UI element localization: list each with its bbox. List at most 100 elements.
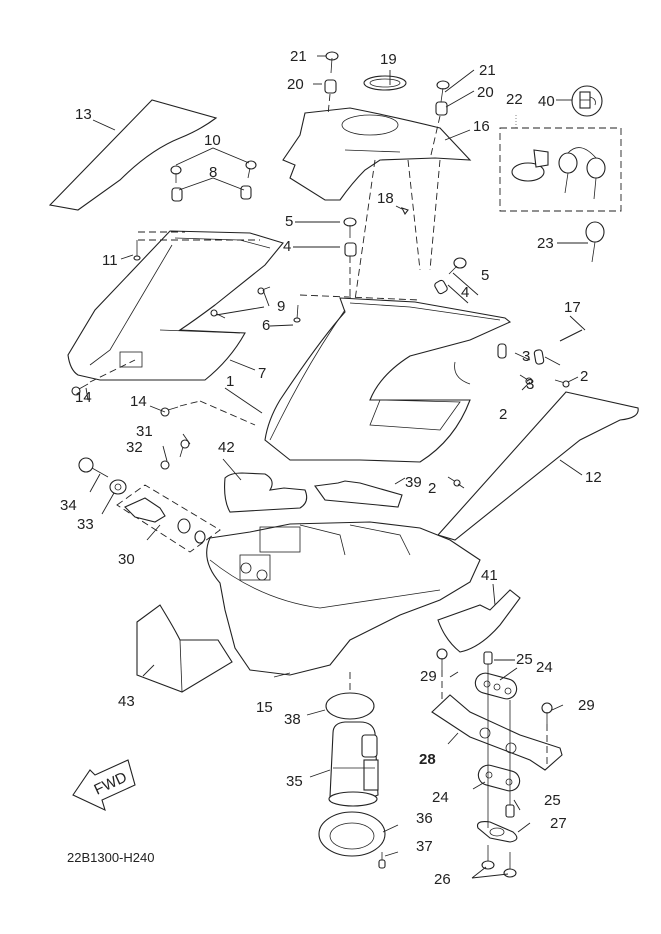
callout-32: 32	[126, 439, 143, 456]
part-11-screw	[133, 240, 141, 261]
callout-33: 33	[77, 516, 94, 533]
part-24-mount-a	[474, 672, 518, 700]
callout-15: 15	[256, 699, 273, 716]
callout-10: 10	[204, 132, 221, 149]
part-36-plate	[318, 811, 386, 857]
callout-20-b: 20	[477, 84, 494, 101]
part-8-collar-b	[240, 185, 252, 200]
callout-27: 27	[550, 815, 567, 832]
callout-39: 39	[405, 474, 422, 491]
part-18-clip	[400, 207, 409, 216]
part-14-screw-a	[71, 383, 89, 396]
part-16-cover	[282, 107, 472, 201]
part-3-bracket-b	[533, 349, 545, 365]
callout-3-a: 3	[522, 348, 530, 365]
part-43-guard	[136, 604, 233, 693]
callout-21-a: 21	[290, 48, 307, 65]
part-33-washer	[109, 479, 127, 495]
part-20-collar-b	[435, 101, 448, 116]
fuel-gauge-icon	[579, 91, 596, 109]
callout-25-a: 25	[516, 651, 533, 668]
part-2-screw-b	[554, 379, 570, 388]
part-28-bracket	[431, 694, 563, 771]
callout-22: 22	[506, 91, 523, 108]
callout-14-a: 14	[75, 389, 92, 406]
callout-41: 41	[481, 567, 498, 584]
callout-31: 31	[136, 423, 153, 440]
part-21-screw-a	[325, 51, 339, 74]
callout-11: 11	[102, 252, 118, 269]
callout-8: 8	[209, 164, 217, 181]
callout-labels: 13 10 8 11 9 6 7 5 4 5 4 21 20 19 21 20 …	[60, 48, 602, 888]
callout-2-b: 2	[499, 406, 507, 423]
forward-arrow-icon: FWD	[72, 759, 136, 812]
part-39-pad	[314, 480, 403, 508]
callout-36: 36	[416, 810, 433, 827]
part-21-screw-b	[436, 80, 450, 103]
part-7-left-panel	[67, 230, 284, 381]
part-26-bolt-a	[481, 845, 495, 870]
callout-6: 6	[262, 317, 270, 334]
callout-21-b: 21	[479, 62, 496, 79]
part-9-screw-b	[210, 309, 226, 319]
part-10-screw-a	[170, 165, 182, 183]
callout-24-a: 24	[536, 659, 553, 676]
callout-7: 7	[258, 365, 266, 382]
callout-26: 26	[434, 871, 451, 888]
callout-4-b: 4	[461, 284, 469, 301]
part-6-screw	[293, 304, 301, 323]
part-41-guard	[437, 589, 521, 653]
part-26-bolt-b	[503, 852, 517, 878]
callout-2-c: 2	[428, 480, 436, 497]
callout-28: 28	[419, 751, 436, 768]
part-4-collar-b	[434, 279, 448, 295]
part-38-o-ring	[325, 692, 375, 720]
callout-5-a: 5	[285, 213, 293, 230]
callout-42: 42	[218, 439, 235, 456]
callout-5-b: 5	[481, 267, 489, 284]
callout-30: 30	[118, 551, 135, 568]
part-8-collar-a	[171, 187, 183, 202]
part-22-lock-set	[499, 115, 622, 212]
diagram-code: 22B1300-H240	[67, 850, 154, 865]
callout-19: 19	[380, 51, 397, 68]
part-29-bolt-b	[541, 702, 553, 724]
part-20-collar-a	[324, 79, 337, 94]
part-34-bolt	[78, 457, 109, 478]
callout-16: 16	[473, 118, 490, 135]
part-4-collar-a	[344, 242, 357, 257]
part-37-screw	[378, 852, 386, 869]
part-9-screw-a	[257, 286, 271, 295]
part-2-screw-a	[519, 374, 533, 385]
callout-29-b: 29	[578, 697, 595, 714]
callout-18: 18	[377, 190, 394, 207]
part-5-screw-a	[343, 217, 357, 238]
part-10-screw-b	[245, 160, 257, 179]
callout-34: 34	[60, 497, 77, 514]
part-31-screw	[179, 439, 190, 458]
part-24-mount-b	[477, 764, 521, 792]
part-29-bolt-a	[436, 648, 448, 670]
part-42-pad	[224, 472, 308, 513]
part-40-label	[571, 85, 603, 117]
callout-43: 43	[118, 693, 135, 710]
callout-13: 13	[75, 106, 92, 123]
part-32-nut	[160, 460, 170, 470]
callout-35: 35	[286, 773, 303, 790]
callout-20-a: 20	[287, 76, 304, 93]
part-27-plate	[476, 821, 518, 843]
callout-25-b: 25	[544, 792, 561, 809]
part-12-graphic	[437, 391, 639, 541]
leader-lines	[85, 55, 588, 879]
part-23-key	[585, 221, 605, 263]
callout-2-a: 2	[580, 368, 588, 385]
callout-38: 38	[284, 711, 301, 728]
part-13-graphic	[48, 99, 218, 211]
callout-29-a: 29	[420, 668, 437, 685]
part-25-collar-a	[483, 651, 493, 665]
callout-4-a: 4	[283, 238, 291, 255]
part-19-ring	[363, 75, 407, 91]
callout-24-b: 24	[432, 789, 449, 806]
callout-9: 9	[277, 298, 285, 315]
